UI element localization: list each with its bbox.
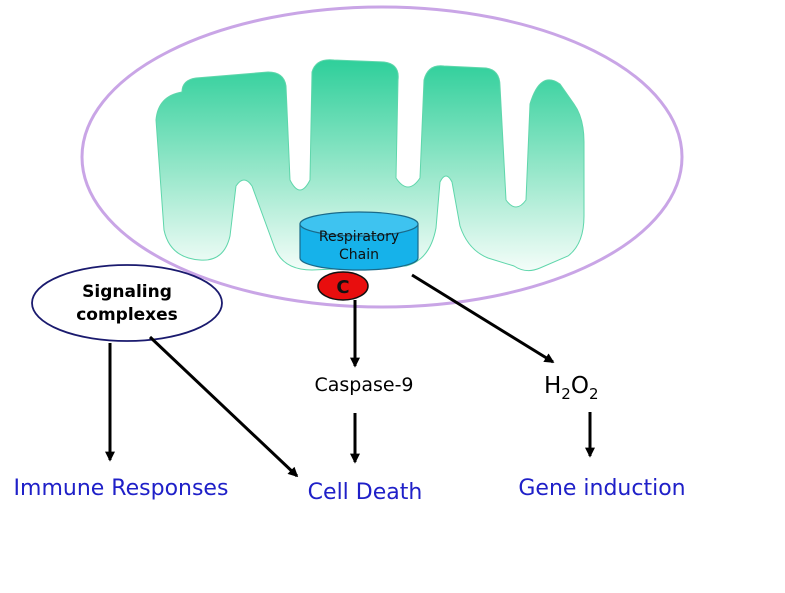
- caspase-9-label: Caspase-9: [314, 374, 413, 396]
- arrow-chain-to-h2o2: [411, 273, 555, 364]
- h2o2-sub2: 2: [589, 385, 599, 403]
- outcome-gene-induction: Gene induction: [518, 476, 685, 501]
- signaling-complexes: Signaling complexes: [31, 264, 223, 342]
- signaling-label-line1: Signaling: [82, 282, 172, 302]
- h2o2-h: H: [544, 373, 561, 399]
- outcome-cell-death: Cell Death: [308, 480, 423, 505]
- inner-membrane-cristae: [155, 59, 585, 272]
- respiratory-chain-label-line2: Chain: [339, 247, 379, 263]
- respiratory-chain-label-line1: Respiratory: [319, 229, 399, 245]
- cytochrome-c-label: C: [336, 277, 349, 298]
- h2o2-label: H2O2: [544, 373, 599, 403]
- arrow-signaling-to-celldeath: [148, 335, 299, 478]
- outer-membrane: [80, 5, 684, 309]
- outcome-immune-responses: Immune Responses: [14, 476, 229, 501]
- h2o2-sub1: 2: [561, 385, 571, 403]
- cytochrome-c: C: [317, 271, 369, 301]
- respiratory-chain: Respiratory Chain: [299, 211, 419, 271]
- signaling-label-line2: complexes: [76, 305, 178, 325]
- h2o2-o: O: [571, 373, 589, 399]
